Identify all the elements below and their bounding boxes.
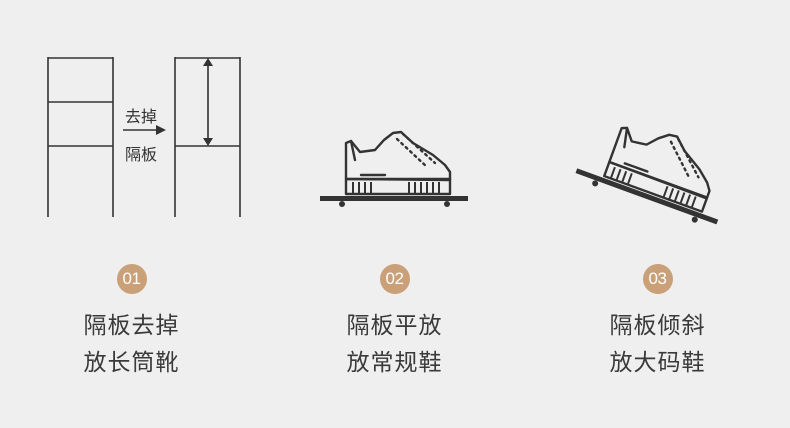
shelf-open-icon (174, 57, 241, 217)
panel-flat-divider: 02 隔板平放 放常规鞋 (263, 0, 526, 428)
caption-line-1: 隔板去掉 (83, 313, 180, 339)
panel-remove-divider: 去掉 隔板 01 隔板去掉 放长筒靴 (0, 0, 263, 428)
step-badge: 03 (642, 264, 673, 294)
flat-shelf-icon (320, 196, 468, 207)
flat-shoe-illustration (320, 130, 468, 207)
caption-line-2: 放大码鞋 (609, 350, 706, 376)
caption-line-1: 隔板倾斜 (609, 313, 706, 339)
tilted-shoe-illustration (575, 126, 719, 225)
sole-grip-icon (610, 166, 697, 208)
panel-tilted-divider: 03 隔板倾斜 放大码鞋 (526, 0, 789, 428)
sneaker-icon (603, 126, 711, 213)
sneaker-icon (344, 130, 452, 196)
arrow-label-top: 去掉 (125, 107, 158, 126)
shelf-illustration (47, 57, 241, 217)
step-badge: 01 (116, 264, 147, 294)
step-badge: 02 (379, 264, 410, 294)
caption-line-1: 隔板平放 (346, 313, 443, 339)
shelf-with-divider-icon (47, 57, 114, 217)
sole-grip-icon (352, 182, 440, 193)
caption-line-2: 放常规鞋 (346, 350, 443, 376)
tilted-shelf-icon (575, 168, 719, 225)
arrow-label-bottom: 隔板 (125, 145, 158, 164)
right-arrow-icon (123, 125, 166, 135)
caption-line-2: 放长筒靴 (83, 350, 180, 376)
